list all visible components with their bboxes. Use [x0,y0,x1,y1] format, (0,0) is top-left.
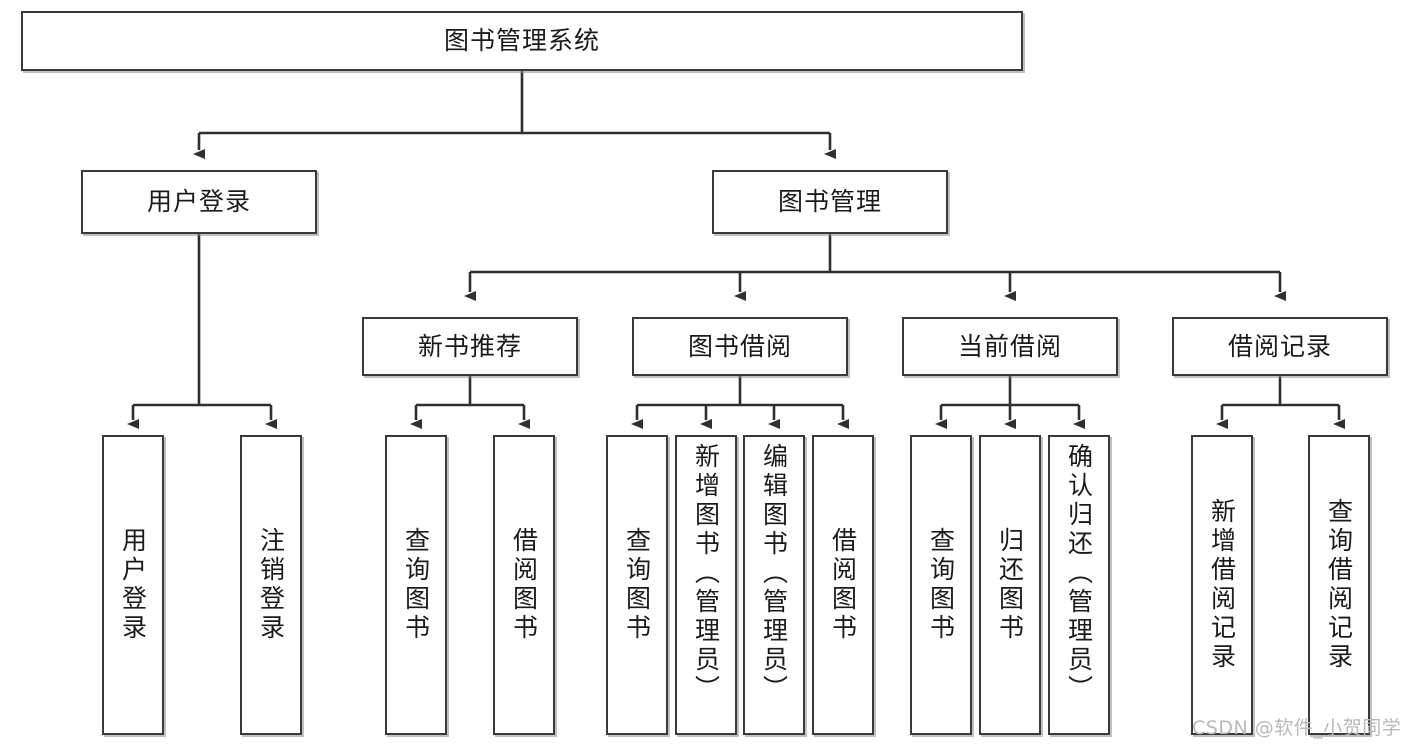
node-new-book-recommend[interactable]: 新书推荐 [362,317,578,376]
node-label: 图书管理 [777,187,882,217]
node-label: 新增图书（管理员） [691,443,721,704]
node-leaf-confirm-return-admin[interactable]: 确认归还（管理员） [1048,435,1110,735]
node-label: 借阅图书 [828,527,858,643]
node-label: 借阅图书 [509,527,539,643]
node-current-borrow[interactable]: 当前借阅 [902,317,1118,376]
node-borrow-record[interactable]: 借阅记录 [1172,317,1388,376]
node-label: 借阅记录 [1227,331,1332,361]
node-label: 确认归还（管理员） [1064,443,1094,704]
node-label: 编辑图书（管理员） [759,443,789,704]
node-leaf-borrow-books[interactable]: 借阅图书 [812,435,874,735]
node-user-login[interactable]: 用户登录 [81,170,317,234]
node-leaf-return-books[interactable]: 归还图书 [979,435,1041,735]
node-leaf-query-books-current[interactable]: 查询图书 [910,435,972,735]
node-label: 查询图书 [401,527,431,643]
node-leaf-query-borrow-record[interactable]: 查询借阅记录 [1308,435,1370,735]
node-label: 图书管理系统 [443,26,600,56]
node-leaf-edit-book-admin[interactable]: 编辑图书（管理员） [743,435,805,735]
node-leaf-query-books-recommend[interactable]: 查询图书 [385,435,447,735]
node-book-borrow[interactable]: 图书借阅 [632,317,848,376]
node-label: 用户登录 [118,527,148,643]
node-label: 注销登录 [256,527,286,643]
node-leaf-add-borrow-record[interactable]: 新增借阅记录 [1191,435,1253,735]
node-leaf-user-login[interactable]: 用户登录 [102,435,164,735]
node-label: 新书推荐 [417,331,522,361]
node-label: 归还图书 [995,527,1025,643]
node-leaf-query-books-borrow[interactable]: 查询图书 [606,435,668,735]
node-leaf-add-book-admin[interactable]: 新增图书（管理员） [675,435,737,735]
node-root-library-system[interactable]: 图书管理系统 [21,11,1023,71]
node-leaf-borrow-books-recommend[interactable]: 借阅图书 [493,435,555,735]
node-leaf-logout[interactable]: 注销登录 [240,435,302,735]
node-label: 查询图书 [926,527,956,643]
node-label: 用户登录 [146,187,251,217]
node-label: 查询图书 [622,527,652,643]
node-label: 查询借阅记录 [1324,498,1354,672]
node-label: 图书借阅 [687,331,792,361]
node-label: 新增借阅记录 [1207,498,1237,672]
node-book-management[interactable]: 图书管理 [712,170,948,234]
node-label: 当前借阅 [957,331,1062,361]
watermark: CSDN @软件_小贺同学 [1192,717,1402,739]
